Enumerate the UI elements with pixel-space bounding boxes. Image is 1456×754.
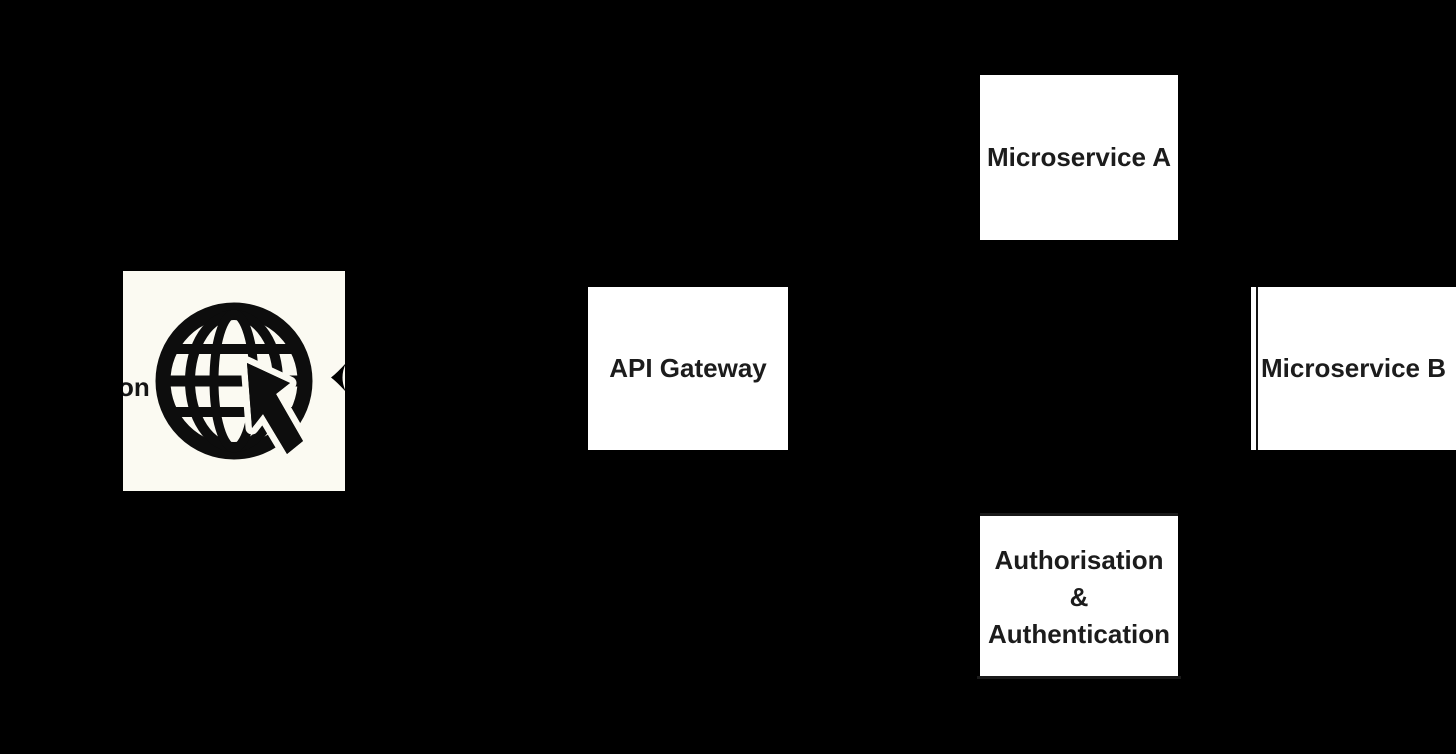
microservice-a-label: Microservice A xyxy=(986,142,1172,172)
node-microservice-b: Microservice B xyxy=(1251,287,1456,450)
node-microservice-a: Microservice A xyxy=(980,75,1178,240)
arrow-tail-notch-icon xyxy=(331,363,346,392)
auth-label-line-3: Authentication xyxy=(988,618,1170,649)
auth-bottom-shadow-line xyxy=(977,676,1181,679)
node-web-client: on xyxy=(123,271,345,491)
web-client-label-fragment: on xyxy=(123,372,150,402)
api-gateway-label: API Gateway xyxy=(609,353,767,383)
node-api-gateway: API Gateway xyxy=(588,287,788,450)
microservice-b-left-shadow-line xyxy=(1256,287,1258,450)
node-auth: Authorisation & Authentication xyxy=(977,513,1181,679)
microservice-b-label: Microservice B xyxy=(1261,353,1446,383)
auth-label-line-1: Authorisation xyxy=(994,544,1164,575)
auth-label-line-2: & xyxy=(1069,581,1089,612)
globe-with-cursor-icon xyxy=(155,302,313,461)
